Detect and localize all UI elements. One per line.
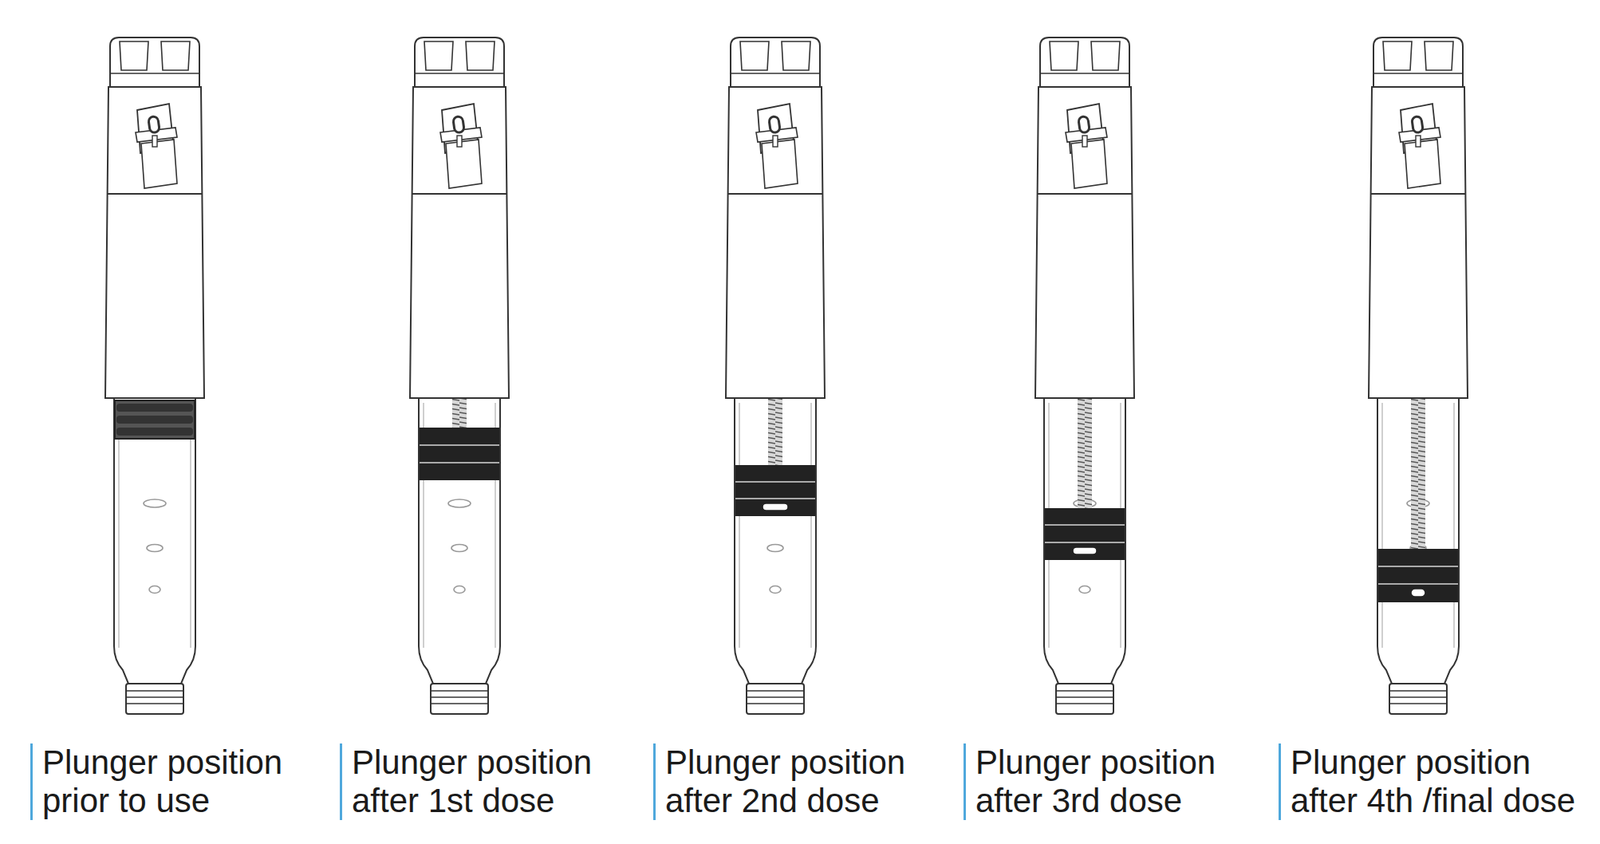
- pen: [409, 37, 509, 714]
- position-caption: Plunger position after 3rd dose: [963, 743, 1275, 820]
- position-caption: Plunger position after 2nd dose: [653, 743, 965, 820]
- position-caption: Plunger position after 1st dose: [339, 743, 651, 820]
- pen: [725, 37, 825, 714]
- pen: [1368, 37, 1468, 714]
- position-caption: Plunger position after 4th /final dose: [1278, 743, 1590, 820]
- pen: [105, 37, 205, 714]
- position-caption: Plunger position prior to use: [30, 743, 342, 820]
- pen: [1035, 37, 1135, 714]
